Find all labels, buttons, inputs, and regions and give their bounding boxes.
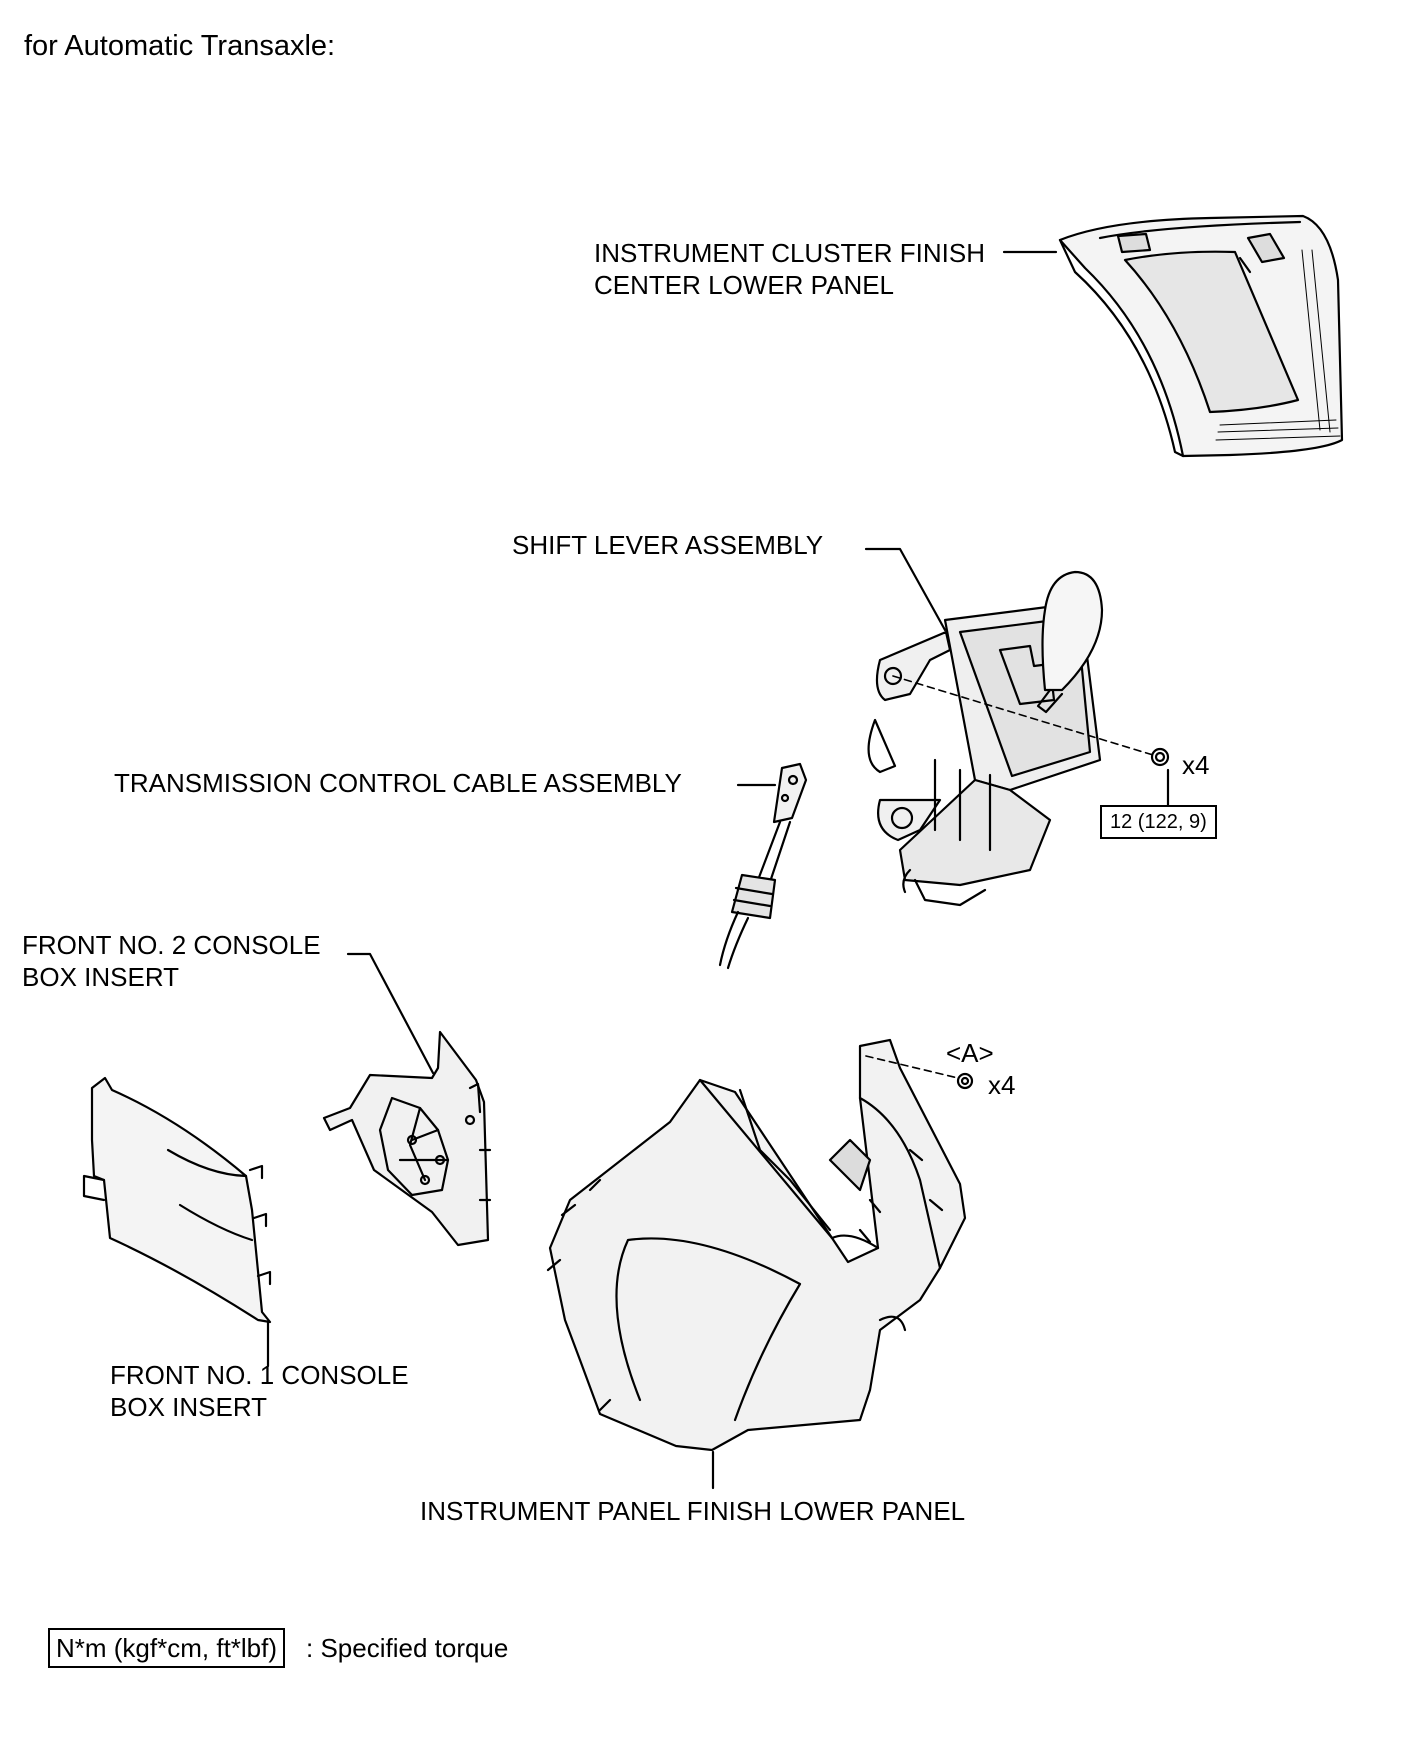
torque-legend-box: N*m (kgf*cm, ft*lbf) — [48, 1628, 286, 1668]
screw-icon — [956, 1072, 974, 1090]
console-insert-1-part — [82, 1076, 272, 1324]
console-insert-2-part — [322, 1030, 492, 1247]
console-insert-1-label-line1: FRONT NO. 1 CONSOLE — [110, 1360, 409, 1390]
control-cable-label: TRANSMISSION CONTROL CABLE ASSEMBLY — [114, 768, 682, 798]
cluster-panel-label-line1: INSTRUMENT CLUSTER FINISH — [594, 238, 985, 268]
torque-legend-text: : Specified torque — [306, 1633, 509, 1663]
cluster-panel-label-line2: CENTER LOWER PANEL — [594, 270, 895, 300]
screw-qty: x4 — [988, 1070, 1016, 1100]
console-insert-2-label-line2: BOX INSERT — [22, 962, 180, 992]
lower-panel-part — [546, 1038, 967, 1452]
leader-console-insert-2 — [346, 952, 435, 1075]
console-insert-2-label-line1: FRONT NO. 2 CONSOLE — [22, 930, 321, 960]
screw-ref-label: <A> — [946, 1038, 994, 1068]
shift-lever-nut-qty: x4 — [1182, 750, 1210, 780]
shift-lever-label: SHIFT LEVER ASSEMBLY — [512, 530, 824, 560]
diagram-title: for Automatic Transaxle: — [24, 30, 336, 62]
leader-shift-lever — [864, 547, 947, 632]
shift-lever-assembly-part — [867, 570, 1104, 907]
nut-icon — [1150, 747, 1170, 767]
control-cable-part — [718, 762, 808, 970]
lower-panel-label: INSTRUMENT PANEL FINISH LOWER PANEL — [420, 1496, 966, 1526]
console-insert-1-label-line2: BOX INSERT — [110, 1392, 268, 1422]
cluster-finish-panel-part — [1058, 214, 1344, 458]
shift-lever-torque-box: 12 (122, 9) — [1100, 805, 1217, 839]
